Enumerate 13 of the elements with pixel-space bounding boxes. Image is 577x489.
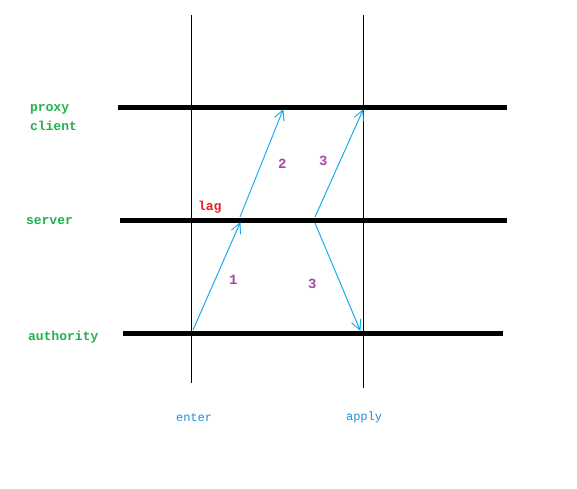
lag-label: lag: [198, 198, 222, 216]
arrow: [314, 222, 362, 330]
edge-label: 1: [229, 272, 238, 291]
edge-label: 3: [319, 153, 328, 172]
arrow: [240, 110, 284, 218]
lane-label: server: [26, 212, 74, 230]
time-label: enter: [176, 410, 212, 427]
edge-label: 2: [278, 156, 286, 175]
lane-label: authority: [28, 328, 100, 346]
arrow: [314, 110, 364, 218]
time-label: apply: [346, 409, 382, 426]
edge-label: 3: [308, 276, 316, 295]
lane-label: proxy client: [30, 99, 78, 136]
